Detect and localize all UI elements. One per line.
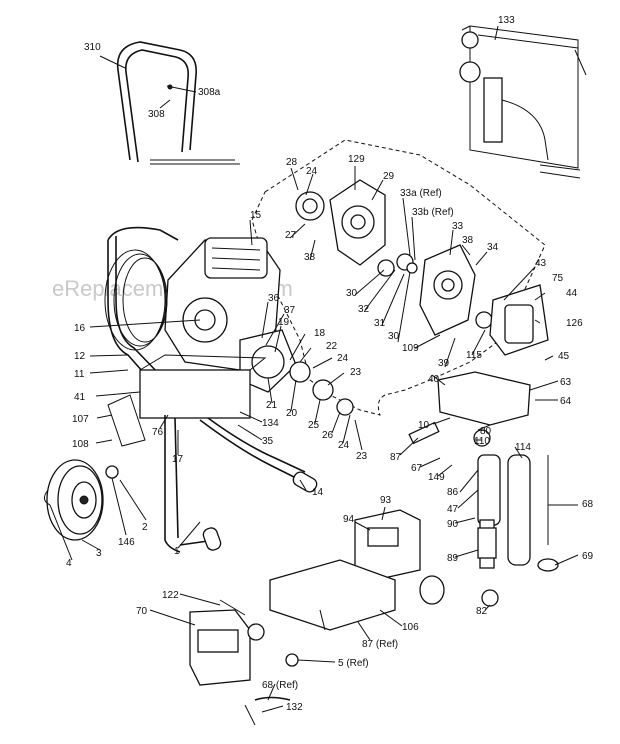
callout-122: 122 xyxy=(162,590,179,601)
callout-19: 19 xyxy=(278,317,290,328)
leader-lines xyxy=(49,25,579,713)
callout-47: 47 xyxy=(447,504,459,515)
callout-26: 26 xyxy=(322,430,334,441)
callout-30-top: 30 xyxy=(346,288,358,299)
callout-3: 3 xyxy=(96,548,102,559)
callout-24-low: 24 xyxy=(338,440,350,451)
callout-38-right: 38 xyxy=(462,235,474,246)
callout-38-left: 38 xyxy=(304,252,316,263)
callout-15: 15 xyxy=(250,210,262,221)
callout-29: 29 xyxy=(383,171,395,182)
callout-110: 110 xyxy=(474,436,490,447)
callout-107: 107 xyxy=(72,414,89,425)
callout-41: 41 xyxy=(74,392,86,403)
callout-76: 76 xyxy=(152,427,164,438)
callout-126: 126 xyxy=(566,318,583,329)
engine xyxy=(164,237,354,416)
callout-22: 22 xyxy=(326,341,338,352)
pump-components xyxy=(408,371,559,607)
callout-17: 17 xyxy=(172,454,184,465)
callout-86: 86 xyxy=(447,487,459,498)
callout-94: 94 xyxy=(343,514,355,525)
frame-detail-133 xyxy=(459,25,587,179)
callout-114: 114 xyxy=(515,442,531,453)
callout-134: 134 xyxy=(262,418,279,429)
wheel xyxy=(44,459,119,541)
callout-87: 87 xyxy=(390,452,402,463)
callout-70: 70 xyxy=(136,606,148,617)
callout-23-lower: 23 xyxy=(356,451,368,462)
callout-87-ref: 87 (Ref) xyxy=(362,639,398,650)
callout-89: 89 xyxy=(447,553,459,564)
lower-frame xyxy=(189,509,445,726)
callout-36: 36 xyxy=(268,293,280,304)
callout-43: 43 xyxy=(535,258,547,269)
callout-37: 37 xyxy=(284,305,296,316)
callout-80: 80 xyxy=(480,426,492,437)
callout-14: 14 xyxy=(312,487,324,498)
callout-18: 18 xyxy=(314,328,326,339)
callout-132: 132 xyxy=(286,702,303,713)
callout-93: 93 xyxy=(380,495,392,506)
callout-20: 20 xyxy=(286,408,298,419)
callout-5-ref: 5 (Ref) xyxy=(338,658,369,669)
callout-310: 310 xyxy=(84,42,101,53)
callout-1: 1 xyxy=(174,546,180,557)
callout-24-top: 24 xyxy=(306,166,318,177)
callout-115: 115 xyxy=(466,350,482,361)
callout-23-upper: 23 xyxy=(350,367,362,378)
callout-308a: 308a xyxy=(198,87,221,98)
callout-308: 308 xyxy=(148,109,165,120)
gear-parts xyxy=(295,179,549,356)
callout-149: 149 xyxy=(428,472,445,483)
callout-63: 63 xyxy=(560,377,572,388)
callout-69: 69 xyxy=(582,551,594,562)
callout-25: 25 xyxy=(308,420,320,431)
callout-108: 108 xyxy=(72,439,89,450)
callout-45: 45 xyxy=(558,351,570,362)
callout-11: 11 xyxy=(74,369,85,380)
callout-12: 12 xyxy=(74,351,86,362)
callout-34: 34 xyxy=(487,242,499,253)
callout-90: 90 xyxy=(447,519,459,530)
callout-31: 31 xyxy=(374,318,386,329)
callout-16: 16 xyxy=(74,323,86,334)
callout-32: 32 xyxy=(358,304,370,315)
callout-146: 146 xyxy=(118,537,135,548)
callout-106: 106 xyxy=(402,622,419,633)
callout-68: 68 xyxy=(582,499,594,510)
cart-frame xyxy=(104,226,318,553)
callout-40: 40 xyxy=(428,374,440,385)
callout-44: 44 xyxy=(566,288,578,299)
callout-133: 133 xyxy=(498,15,515,26)
callout-28: 28 xyxy=(286,157,298,168)
callout-33b-ref: 33b (Ref) xyxy=(412,207,454,218)
callout-68-ref: 68 (Ref) xyxy=(262,680,298,691)
callout-24-mid: 24 xyxy=(337,353,349,364)
callout-129: 129 xyxy=(348,154,365,165)
callout-39: 39 xyxy=(438,358,450,369)
callout-10: 10 xyxy=(418,420,430,431)
callout-64: 64 xyxy=(560,396,572,407)
callout-109: 109 xyxy=(402,343,419,354)
callout-4: 4 xyxy=(66,558,72,569)
callout-82: 82 xyxy=(476,606,488,617)
callout-35: 35 xyxy=(262,436,274,447)
callout-33: 33 xyxy=(452,221,464,232)
callout-75: 75 xyxy=(552,273,564,284)
callout-33a-ref: 33a (Ref) xyxy=(400,188,442,199)
callout-21: 21 xyxy=(266,400,278,411)
callout-2: 2 xyxy=(142,522,148,533)
callout-labels: 310 308a 308 133 28 24 129 29 33a (Ref) … xyxy=(66,15,594,713)
callout-30-bottom: 30 xyxy=(388,331,400,342)
callout-27: 27 xyxy=(285,230,297,241)
cart-handle-310 xyxy=(116,41,240,165)
callout-67: 67 xyxy=(411,463,423,474)
